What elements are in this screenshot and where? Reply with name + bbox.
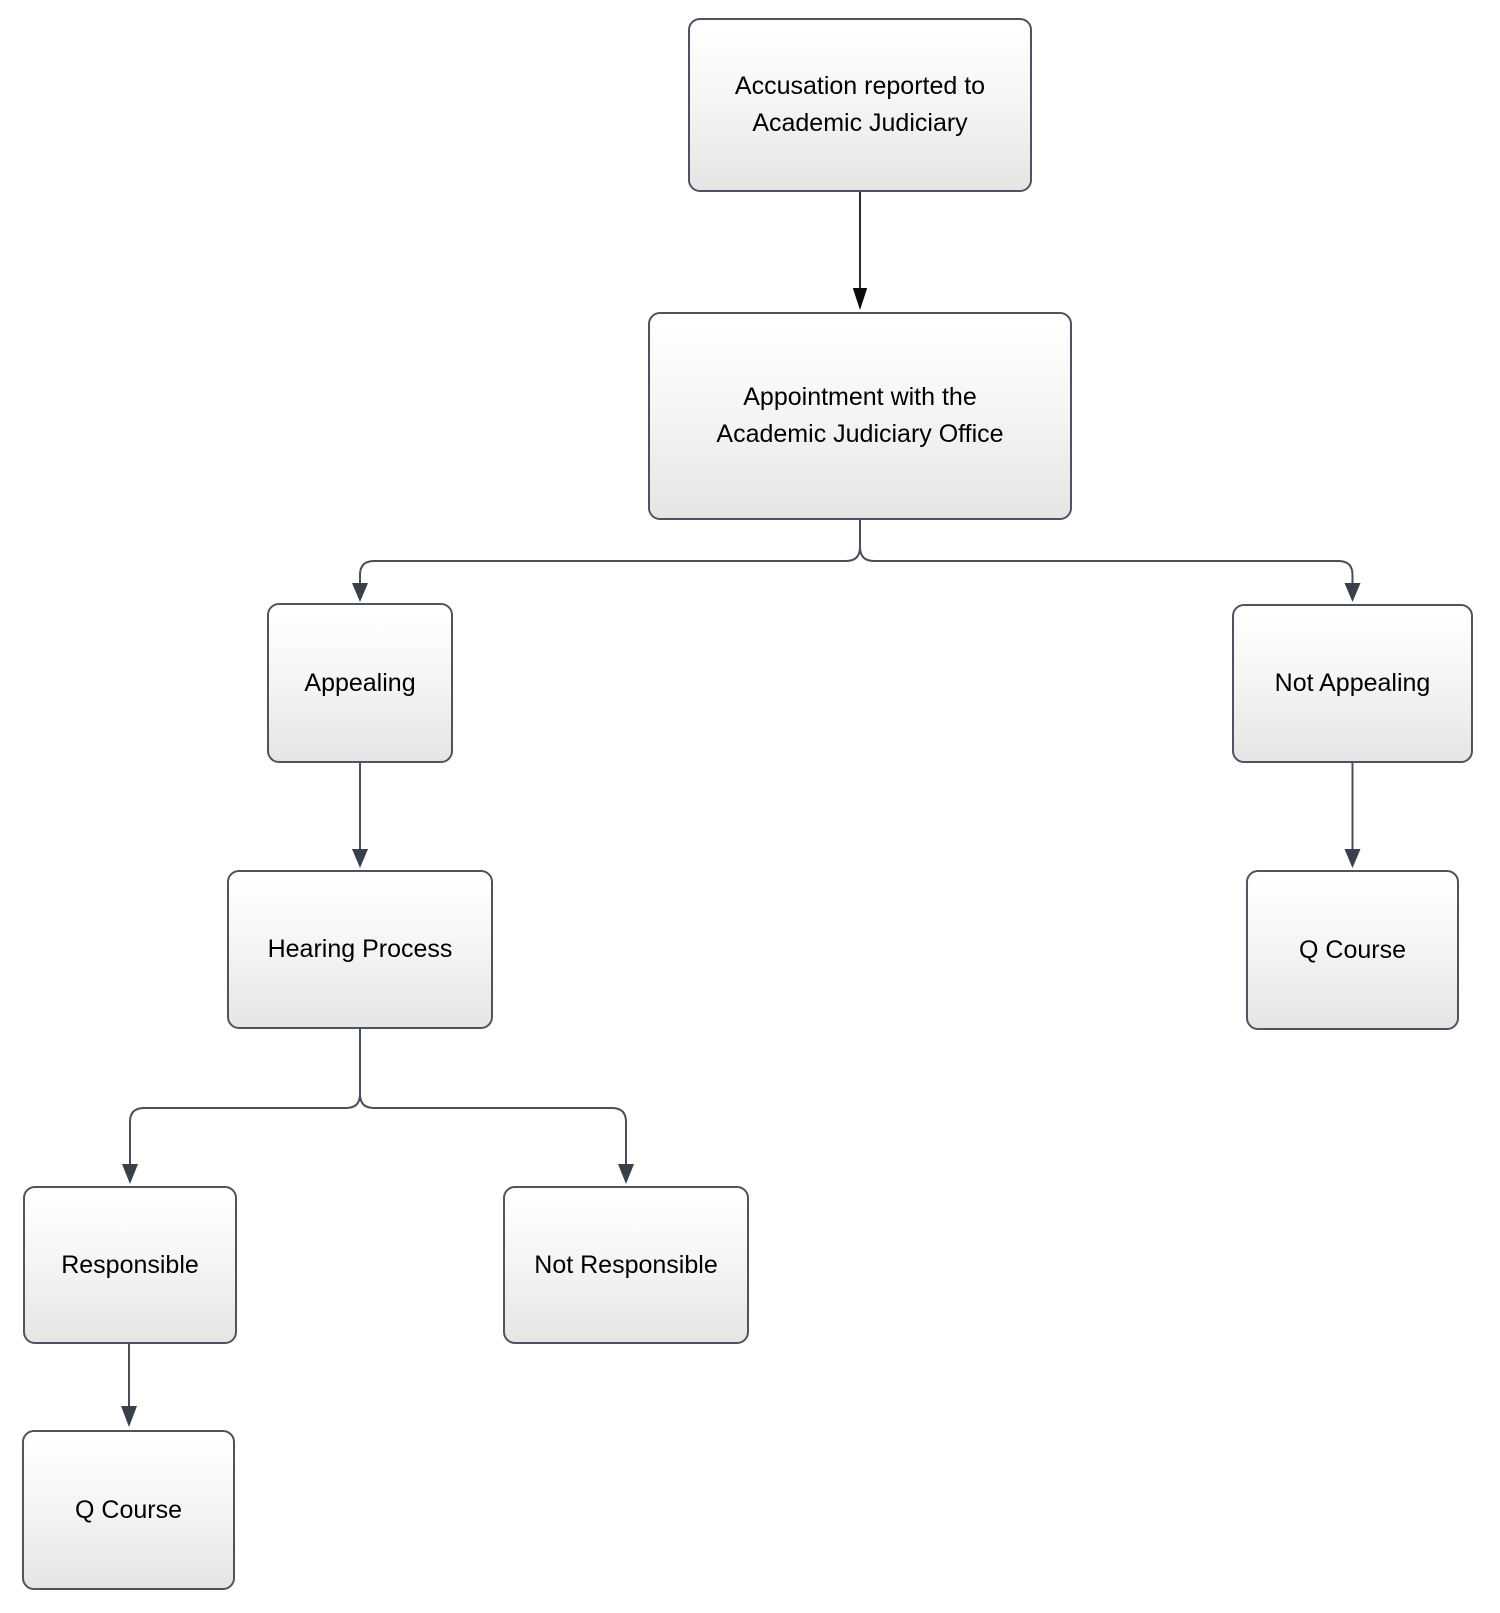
node-accusation: Accusation reported to Academic Judiciar… [688, 18, 1032, 192]
node-label: Responsible [61, 1250, 199, 1279]
edge-arrowhead [1344, 583, 1361, 602]
edge-arrowhead [852, 288, 868, 310]
node-label: Accusation reported to Academic Judiciar… [734, 72, 986, 137]
node-appointment: Appointment with the Academic Judiciary … [648, 312, 1072, 520]
edge-not-appealing-to-q-course [1344, 763, 1361, 868]
edge-arrowhead [352, 849, 368, 868]
edge-appointment-to-appealing [352, 520, 861, 602]
node-hearing-process: Hearing Process [227, 870, 493, 1029]
node-not-appealing: Not Appealing [1232, 604, 1473, 763]
node-label: Q Course [75, 1495, 182, 1524]
edge-responsible-to-q-course [121, 1344, 137, 1427]
edge-hearing-process-to-not-responsible [359, 1029, 634, 1184]
edge-arrowhead [121, 1406, 137, 1427]
node-label: Q Course [1299, 935, 1406, 964]
edge-line [359, 1029, 627, 1164]
node-label: Hearing Process [267, 935, 453, 963]
node-q-course-not-appealing: Q Course [1246, 870, 1459, 1030]
edge-line [129, 1029, 361, 1164]
edge-line [359, 520, 861, 583]
edge-arrowhead [1344, 849, 1361, 868]
node-label: Not Responsible [534, 1250, 718, 1279]
node-label: Not Appealing [1274, 669, 1431, 697]
node-label: Appealing [304, 668, 416, 697]
node-q-course-responsible: Q Course [22, 1430, 235, 1590]
edge-appointment-to-not-appealing [859, 520, 1361, 602]
edge-arrowhead [352, 583, 368, 602]
edge-hearing-process-to-responsible [122, 1029, 361, 1184]
edge-arrowhead [122, 1164, 138, 1184]
node-appealing: Appealing [267, 603, 453, 763]
edge-arrowhead [618, 1164, 634, 1184]
edge-appealing-to-hearing-process [352, 763, 368, 868]
node-responsible: Responsible [23, 1186, 237, 1344]
node-label: Appointment with the Academic Judiciary … [716, 383, 1004, 448]
edge-line [859, 520, 1354, 583]
node-not-responsible: Not Responsible [503, 1186, 749, 1344]
edge-accusation-to-appointment [852, 192, 868, 310]
